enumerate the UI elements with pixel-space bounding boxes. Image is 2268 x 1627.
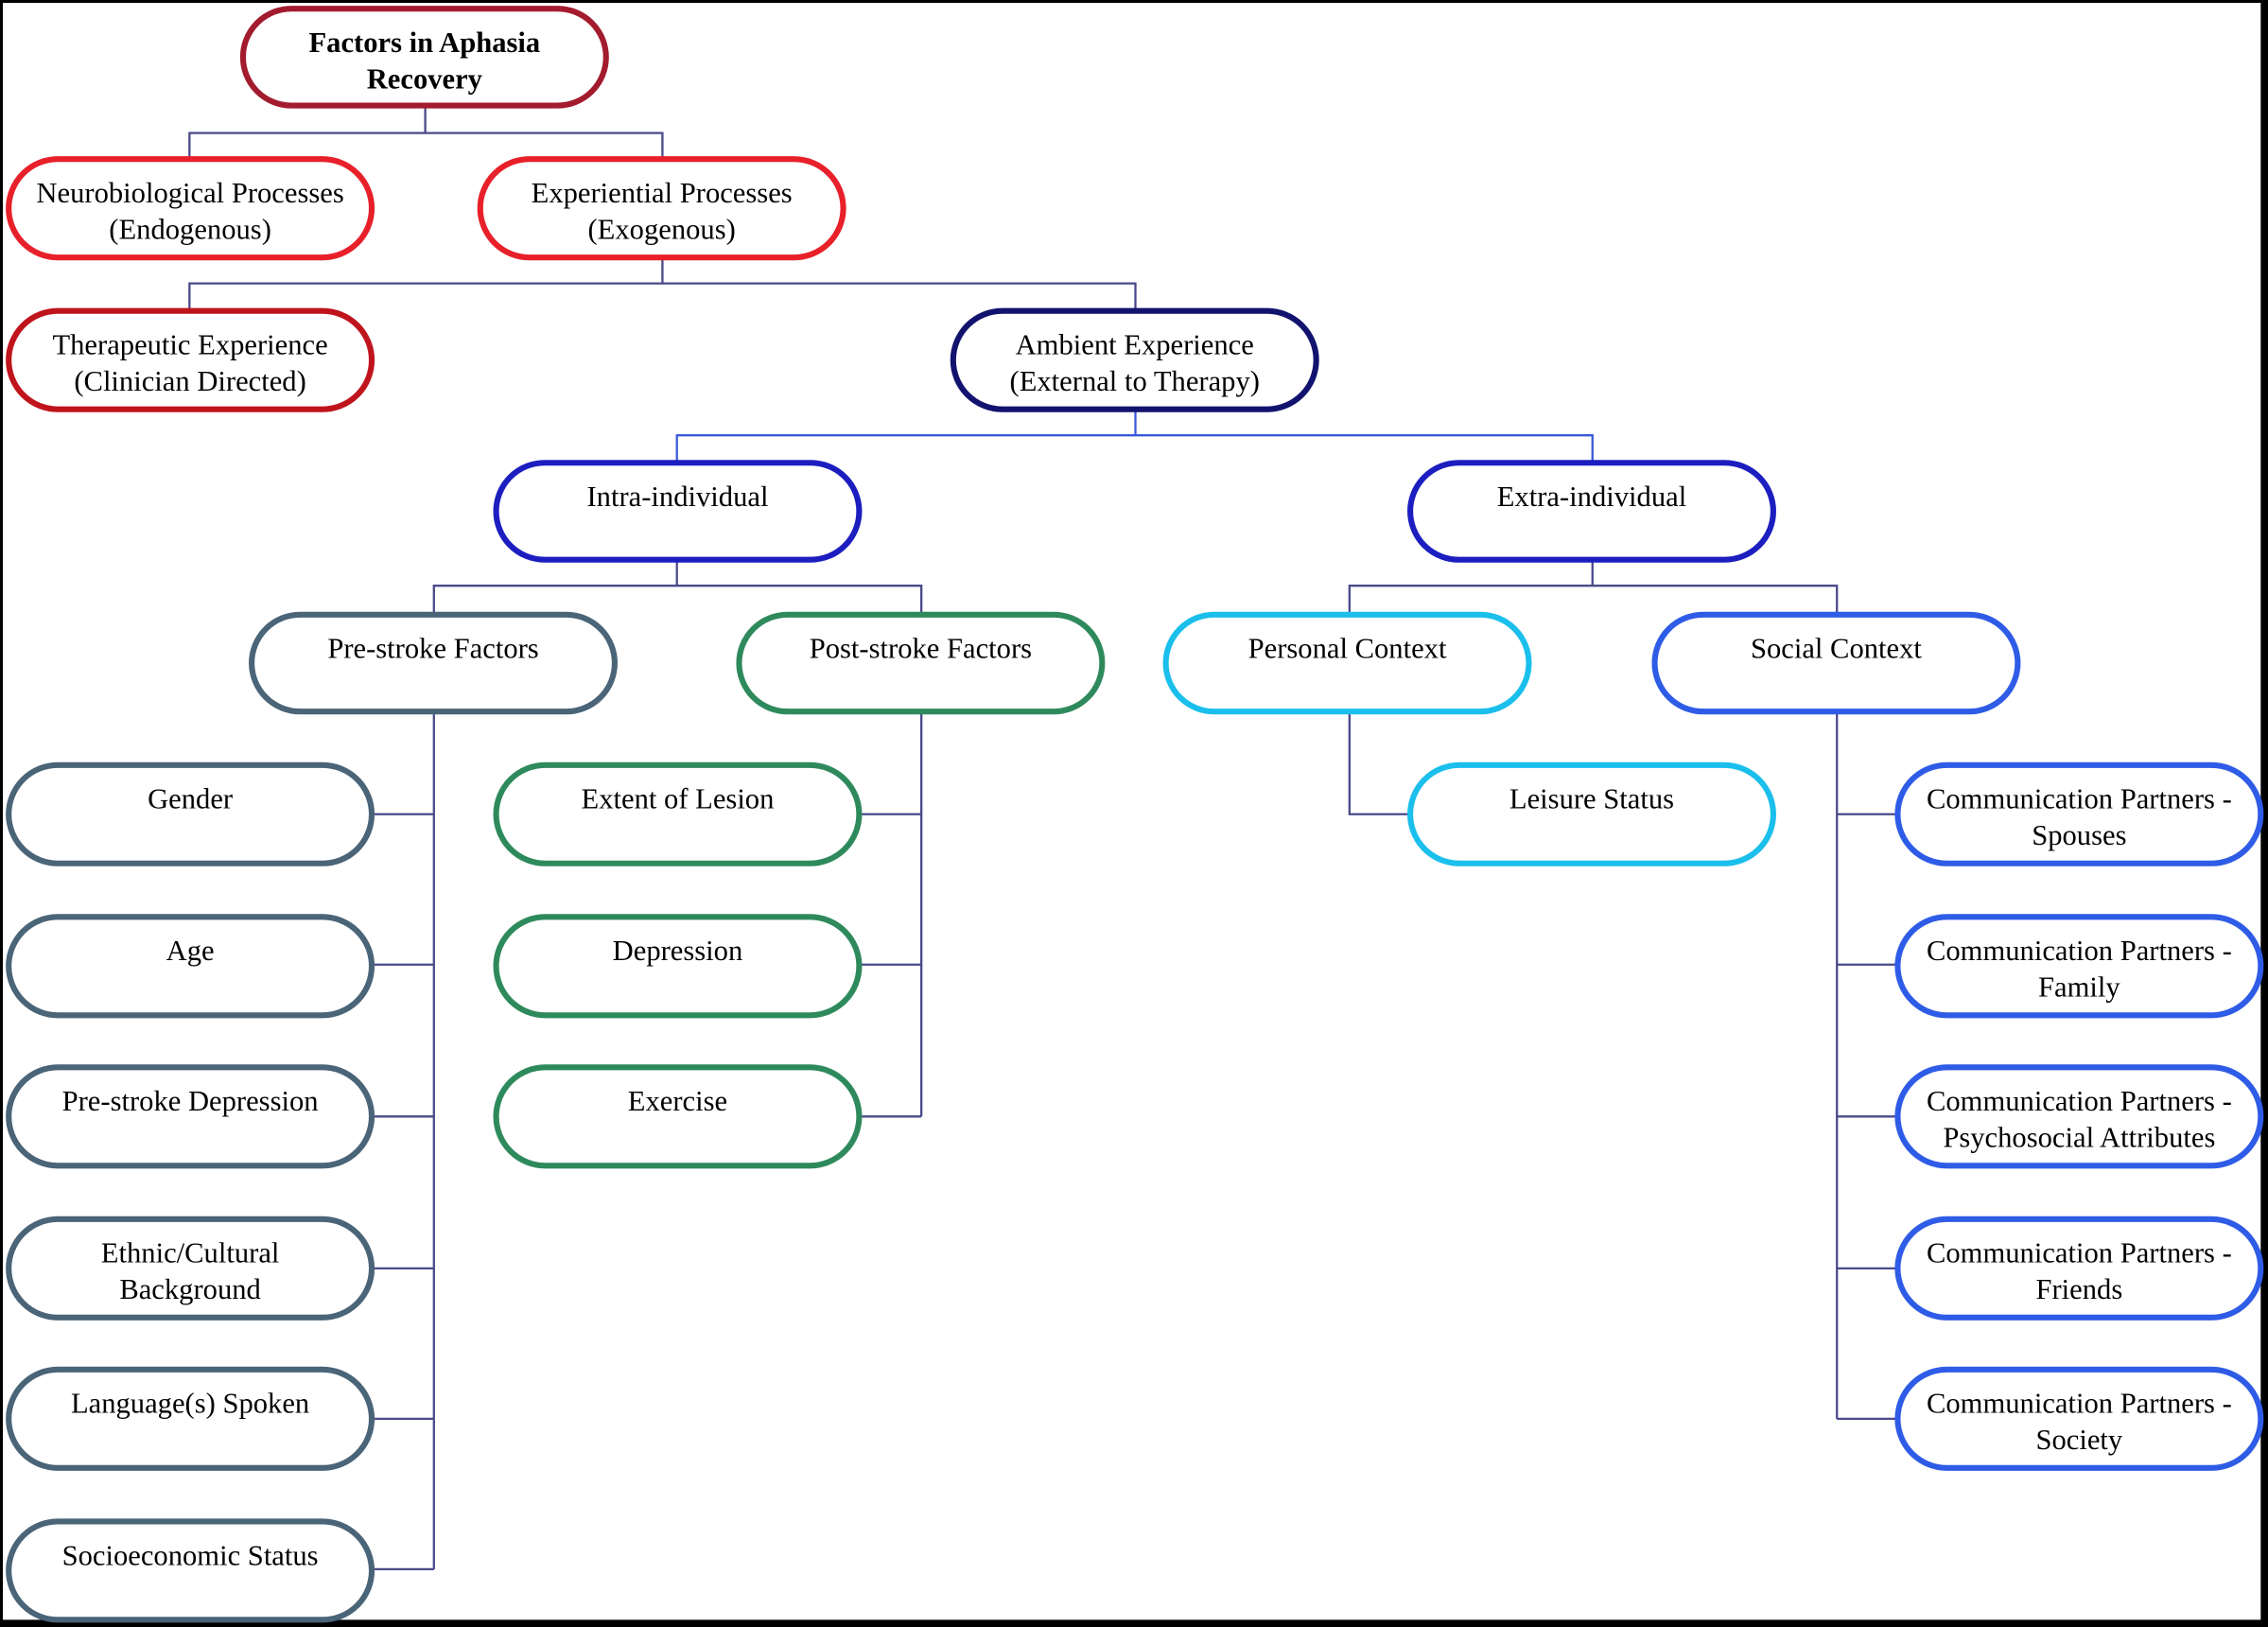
node-label: Communication Partners - Psychosocial At… [1926,1086,2232,1155]
node-personal-context: Personal Context [1162,611,1532,715]
node-label: Pre-stroke Factors [327,633,539,666]
node-post-stroke-factors: Post-stroke Factors [736,611,1106,715]
connector-level3-bus [675,434,1594,462]
node-label: Age [166,936,215,968]
node-social-context: Social Context [1651,611,2021,715]
connector-intra-children [432,585,923,614]
node-communication-partners-spouses: Communication Partners - Spouses [1894,761,2264,866]
node-exercise: Exercise [493,1064,863,1169]
node-depression: Depression [493,914,863,1019]
node-intra-individual: Intra-individual [493,460,863,563]
node-extent-of-lesion: Extent of Lesion [493,761,863,866]
connector-leisure [1348,712,1409,815]
node-communication-partners-family: Communication Partners - Family [1894,914,2264,1019]
node-ethnic-cultural-background: Ethnic/Cultural Background [6,1216,375,1321]
node-label: Therapeutic Experience (Clinician Direct… [52,329,328,398]
node-label: Intra-individual [586,481,769,514]
node-therapeutic-experience: Therapeutic Experience (Clinician Direct… [6,307,375,412]
node-label: Socioeconomic Status [61,1540,319,1572]
node-experiential-processes: Experiential Processes (Exogenous) [477,156,846,261]
node-age: Age [6,914,375,1019]
node-label: Pre-stroke Depression [61,1086,319,1118]
node-label: Communication Partners - Friends [1926,1237,2232,1306]
node-label: Factors in Aphasia Recovery [308,27,541,96]
connector-extra-children [1348,585,1839,614]
node-label: Communication Partners - Spouses [1926,783,2232,852]
node-gender: Gender [6,761,375,866]
node-communication-partners-society: Communication Partners - Society [1894,1366,2264,1471]
node-pre-stroke-depression: Pre-stroke Depression [6,1064,375,1169]
node-label: Personal Context [1247,633,1447,666]
node-label: Extra-individual [1496,481,1687,514]
node-ambient-experience: Ambient Experience (External to Therapy) [950,307,1319,412]
node-factors-in-aphasia-recovery: Factors in Aphasia Recovery [239,6,609,109]
node-label: Depression [612,936,743,968]
node-label: Language(s) Spoken [70,1388,310,1421]
node-label: Communication Partners - Family [1926,936,2232,1005]
node-extra-individual: Extra-individual [1407,460,1776,563]
node-languages-spoken: Language(s) Spoken [6,1366,375,1471]
connector-level2-bus [188,282,1137,310]
node-label: Exercise [627,1086,728,1118]
node-label: Social Context [1750,633,1922,666]
node-label: Experiential Processes (Exogenous) [531,178,793,246]
node-label: Gender [148,783,234,816]
node-pre-stroke-factors: Pre-stroke Factors [249,611,619,715]
node-neurobiological-processes: Neurobiological Processes (Endogenous) [6,156,375,261]
node-label: Extent of Lesion [581,783,775,816]
node-label: Ambient Experience (External to Therapy) [1009,329,1260,398]
node-label: Ethnic/Cultural Background [100,1237,280,1306]
node-communication-partners-friends: Communication Partners - Friends [1894,1216,2264,1321]
node-leisure-status: Leisure Status [1407,761,1776,866]
node-label: Communication Partners - Society [1926,1388,2232,1457]
node-socioeconomic-status: Socioeconomic Status [6,1518,375,1623]
node-label: Post-stroke Factors [809,633,1033,666]
node-label: Leisure Status [1509,783,1675,816]
connector-level1-bus [188,131,664,158]
node-label: Neurobiological Processes (Endogenous) [36,178,344,246]
diagram-background [3,3,2261,1620]
node-communication-partners-psychosocial: Communication Partners - Psychosocial At… [1894,1064,2264,1169]
